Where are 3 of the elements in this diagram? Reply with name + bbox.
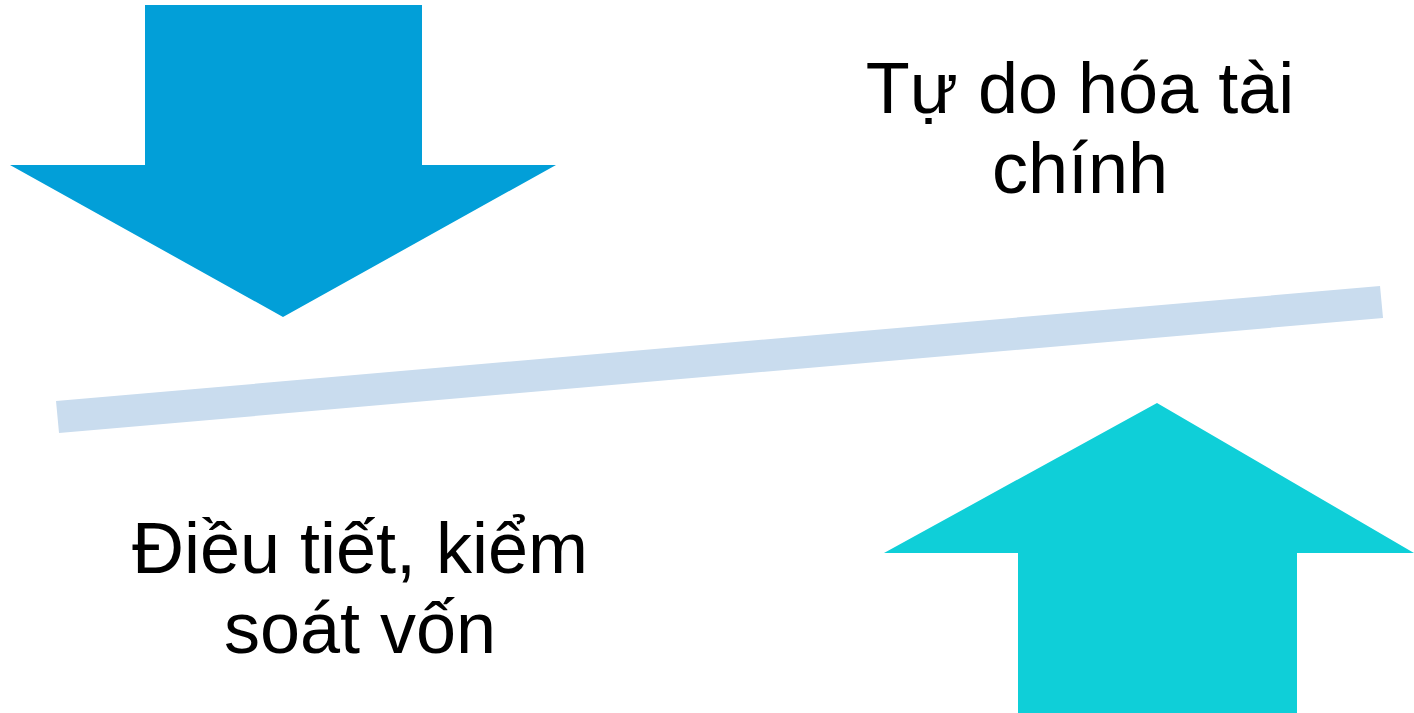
text-label: Điều tiết, kiểm soát vốn [130, 508, 590, 668]
balance-beam [56, 286, 1383, 433]
text-label: Tự do hóa tài chính [864, 48, 1296, 208]
